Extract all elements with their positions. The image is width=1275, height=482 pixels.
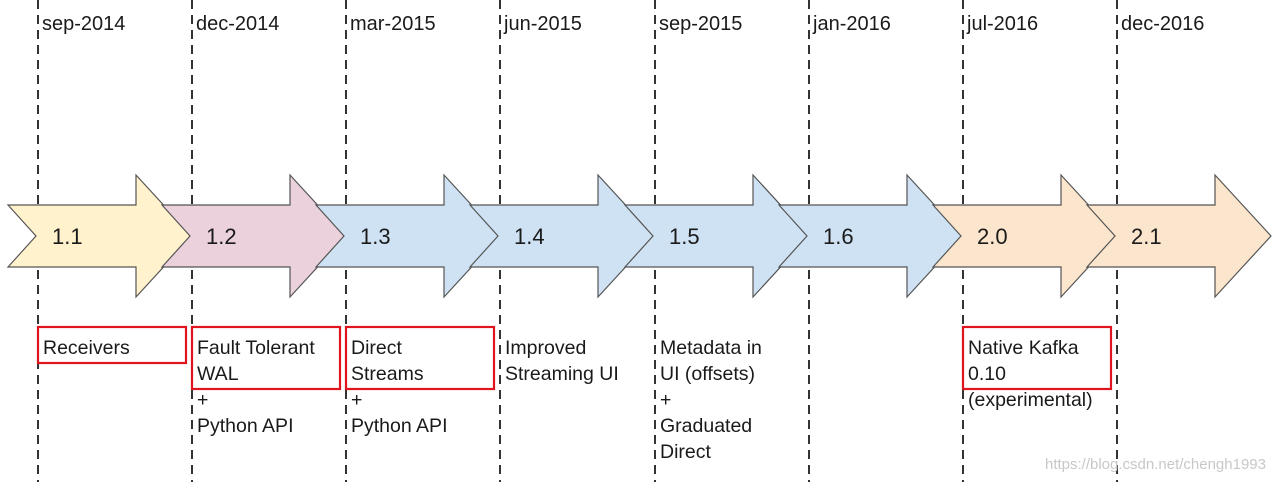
version-arrows: 1.1 1.2 1.3 1.4 1.5 1.6 2.0 2.1	[6, 173, 1272, 299]
version-arrow: 2.0	[931, 173, 1118, 299]
highlight-box	[961, 325, 1113, 391]
feature-line: +	[660, 389, 671, 411]
feature-line: +	[351, 389, 362, 411]
feature-line: Python API	[197, 415, 293, 437]
version-arrow-shape	[1085, 173, 1272, 299]
feature-line: +	[197, 389, 208, 411]
date-label: sep-2014	[42, 13, 125, 35]
feature-line: Streaming UI	[505, 363, 619, 385]
version-arrow-shape	[314, 173, 501, 299]
version-label: 1.2	[206, 224, 237, 249]
feature-line: 0.10	[968, 363, 1006, 385]
version-arrow-shape	[6, 173, 193, 299]
version-label: 1.6	[823, 224, 854, 249]
date-labels: sep-2014 dec-2014 mar-2015 jun-2015 sep-2015…	[42, 13, 1204, 35]
version-arrow: 1.6	[777, 173, 964, 299]
version-label: 1.5	[669, 224, 700, 249]
date-label: jul-2016	[966, 13, 1038, 35]
feature-line: (experimental)	[968, 389, 1093, 411]
feature-line: Python API	[351, 415, 447, 437]
feature-line: Graduated	[660, 415, 752, 437]
date-label: mar-2015	[350, 13, 436, 35]
version-arrow-shape	[777, 173, 964, 299]
date-label: jun-2015	[503, 13, 582, 35]
date-label: dec-2014	[196, 13, 279, 35]
version-arrow-shape	[160, 173, 347, 299]
feature-line: Direct	[660, 441, 712, 463]
version-arrow: 2.1	[1085, 173, 1272, 299]
date-label: jan-2016	[812, 13, 891, 35]
version-label: 2.0	[977, 224, 1008, 249]
feature-line: WAL	[197, 363, 239, 385]
watermark: https://blog.csdn.net/chengh1993	[1045, 456, 1266, 473]
version-arrow: 1.3	[314, 173, 501, 299]
version-arrow-shape	[468, 173, 655, 299]
feature-line: Direct	[351, 337, 403, 359]
version-arrow: 1.4	[468, 173, 655, 299]
version-arrow: 1.2	[160, 173, 347, 299]
version-arrow-shape	[623, 173, 810, 299]
version-label: 1.1	[52, 224, 83, 249]
feature-line: Streams	[351, 363, 424, 385]
highlight-box	[36, 325, 188, 365]
highlight-box	[190, 325, 342, 391]
version-arrow: 1.5	[623, 173, 810, 299]
version-label: 2.1	[1131, 224, 1162, 249]
version-arrow-shape	[931, 173, 1118, 299]
version-label: 1.4	[514, 224, 545, 249]
feature-line: Metadata in	[660, 337, 762, 359]
feature-line: Improved	[505, 337, 586, 359]
feature-line: UI (offsets)	[660, 363, 755, 385]
version-label: 1.3	[360, 224, 391, 249]
highlight-box	[344, 325, 496, 391]
version-arrow: 1.1	[6, 173, 193, 299]
date-label: dec-2016	[1121, 13, 1204, 35]
date-label: sep-2015	[659, 13, 742, 35]
feature-line: Receivers	[43, 337, 130, 359]
feature-line: Native Kafka	[968, 337, 1079, 359]
feature-line: Fault Tolerant	[197, 337, 315, 359]
